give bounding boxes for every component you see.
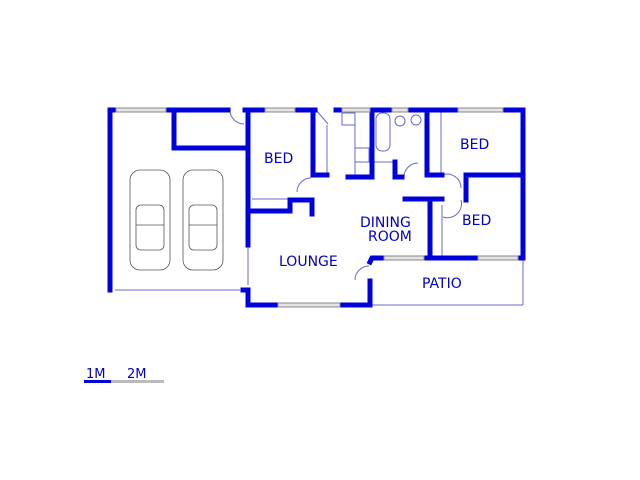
room-label-dining: DINING [360,215,411,231]
fixtures [341,112,422,163]
room-label-lounge: LOUNGE [279,254,338,270]
room-label-bed: BED [264,151,293,167]
scale-label-1m: 1M [86,367,106,382]
car-icon [182,169,224,271]
room-label-bed: BED [462,213,491,229]
room-label-patio: PATIO [422,276,462,292]
walls [107,107,526,308]
room-label-bed: BED [460,137,489,153]
bathtub-icon [375,112,391,152]
room-label-room: ROOM [368,229,412,245]
car-icon [129,169,171,271]
scale-bar: 1M 2M [84,367,164,383]
toilet-icon [394,115,406,127]
basin-icon [410,114,422,126]
stove-icon [354,147,370,163]
sink-icon [341,112,356,126]
scale-label-2m: 2M [127,367,147,382]
windows [115,107,519,308]
